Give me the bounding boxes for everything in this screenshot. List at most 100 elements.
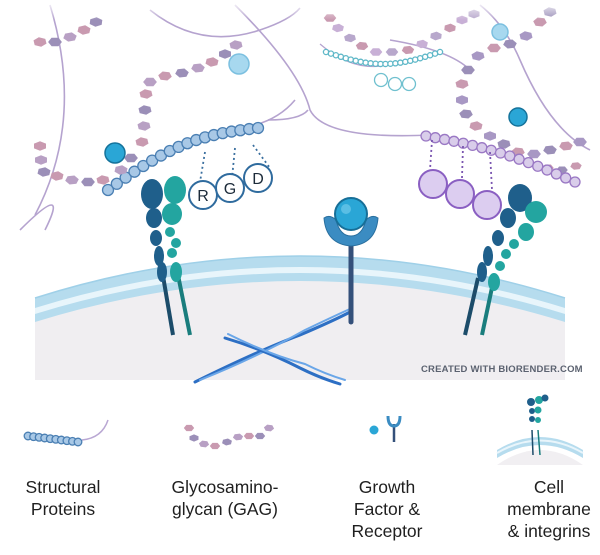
- gag-unit: [135, 137, 149, 147]
- protein-bead: [101, 183, 115, 197]
- protein-bead: [110, 177, 123, 190]
- purple-bead: [504, 150, 516, 162]
- gag-unit: [143, 77, 157, 87]
- gag-unit: [138, 105, 152, 115]
- purple-bead: [532, 160, 544, 172]
- gag-unit: [385, 48, 399, 56]
- integrin-right: [463, 184, 547, 336]
- gag-unit: [198, 440, 210, 448]
- teal-bead-chain: [319, 43, 444, 92]
- purple-bead: [569, 176, 581, 188]
- gag-chain-right: [455, 7, 587, 159]
- gag-unit: [191, 63, 205, 73]
- integrin-left: [141, 176, 192, 336]
- rgd-connectors: [199, 144, 271, 183]
- gag-unit: [503, 39, 517, 49]
- gag-unit: [63, 32, 77, 42]
- gag-unit: [344, 33, 356, 43]
- growth-factor-receptor-icon: [369, 415, 402, 442]
- gag-unit: [416, 39, 428, 49]
- legend-label-growth-factor-receptor: Growth Factor & Receptor: [351, 477, 423, 541]
- legend-label-membrane-integrins: Cell membrane & integrins: [507, 477, 591, 541]
- purple-bead: [550, 168, 563, 180]
- gag-unit: [114, 165, 128, 175]
- gag-unit: [219, 49, 231, 59]
- gag-unit: [229, 40, 243, 50]
- teal-large-bead: [401, 76, 417, 92]
- gag-unit: [137, 121, 151, 131]
- purple-bead: [494, 147, 507, 159]
- gag-unit: [519, 31, 533, 41]
- purple-protein-fiber: [420, 130, 581, 188]
- gag-unit: [48, 37, 62, 47]
- purple-bead: [541, 164, 553, 176]
- gag-unit: [205, 57, 219, 67]
- gag-unit: [369, 48, 383, 56]
- purple-bead: [420, 130, 432, 142]
- gag-unit: [37, 167, 51, 177]
- growth-factor-spheres: [104, 23, 528, 164]
- gag-unit: [96, 175, 110, 185]
- gag-unit: [456, 95, 468, 105]
- gag-unit: [471, 51, 485, 61]
- gag-unit: [77, 25, 91, 35]
- gag-unit: [263, 424, 275, 432]
- purple-bead: [485, 144, 497, 156]
- biorender-watermark: CREATED WITH BIORENDER.COM: [421, 364, 583, 375]
- structural-protein-icon: [23, 419, 109, 447]
- gag-unit: [232, 433, 244, 441]
- gag-unit: [497, 139, 511, 149]
- gag-unit: [33, 37, 47, 47]
- gag-unit: [254, 432, 266, 440]
- gag-unit: [209, 442, 221, 450]
- gag-unit: [189, 434, 199, 442]
- gag-unit: [65, 175, 79, 185]
- gag-unit: [355, 41, 369, 51]
- purple-bead: [522, 156, 535, 169]
- purple-bead: [560, 172, 572, 184]
- purple-bead: [513, 153, 525, 165]
- gag-unit: [243, 432, 255, 440]
- gag-unit: [469, 121, 483, 131]
- gag-unit: [430, 31, 442, 41]
- teal-large-bead: [373, 72, 389, 88]
- gag-unit: [332, 23, 344, 33]
- gag-unit: [158, 71, 172, 81]
- rgd-letter-d: D: [252, 171, 264, 188]
- gag-unit: [461, 65, 475, 75]
- growth-factor-receptor: [323, 197, 379, 325]
- gag-unit: [570, 162, 582, 170]
- legend-label-structural-proteins: Structural Proteins: [25, 477, 101, 519]
- gag-unit: [487, 43, 501, 53]
- purple-bead: [466, 139, 479, 152]
- gag-icon: [183, 424, 275, 450]
- gag-unit: [175, 68, 189, 78]
- rgd-bead-d: [243, 163, 273, 193]
- gag-unit: [527, 149, 541, 159]
- gag-unit: [559, 141, 573, 151]
- gag-unit: [35, 155, 47, 165]
- purple-binding-beads: [418, 139, 502, 220]
- rgd-letter-r: R: [197, 188, 209, 205]
- gag-unit: [222, 438, 232, 446]
- gag-unit: [573, 137, 587, 147]
- gag-unit: [455, 79, 469, 89]
- gag-chain-left: [33, 17, 243, 187]
- structural-protein-fiber: [101, 99, 296, 197]
- teal-large-bead: [387, 76, 403, 92]
- membrane-integrin-icon: [496, 394, 584, 465]
- gag-unit: [50, 171, 64, 181]
- cytoskeleton-fibers: [193, 307, 353, 386]
- protein-bead: [251, 121, 265, 135]
- gag-unit: [444, 23, 456, 33]
- rgd-bead-g: [215, 173, 245, 203]
- gag-unit: [183, 424, 195, 432]
- teal-bead: [436, 48, 444, 56]
- protein-bead: [137, 159, 150, 173]
- gag-unit: [543, 145, 557, 155]
- gag-unit: [81, 177, 95, 187]
- gag-unit: [459, 109, 473, 119]
- rgd-letter-g: G: [224, 181, 236, 198]
- purple-bead: [438, 133, 451, 146]
